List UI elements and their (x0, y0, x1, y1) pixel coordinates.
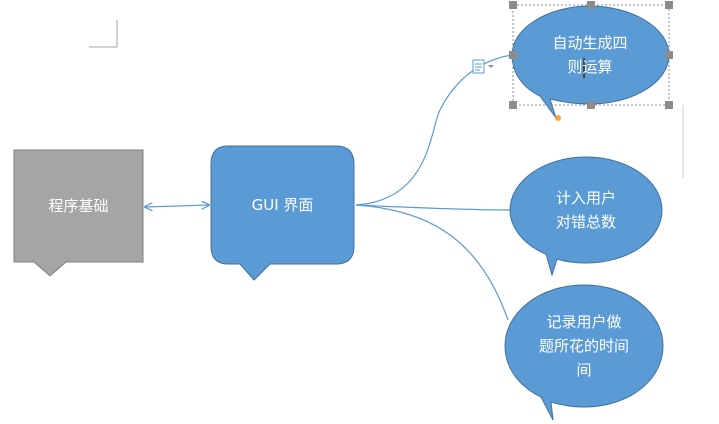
handle-bottom-right[interactable] (665, 101, 673, 109)
auto-callout-shape[interactable] (511, 5, 670, 119)
handle-top-right[interactable] (665, 1, 673, 9)
base-callout-shape[interactable] (13, 149, 144, 277)
handle-middle-right[interactable] (665, 51, 673, 59)
connector-gui-to-auto[interactable] (355, 54, 513, 206)
count-callout-shape[interactable] (509, 156, 663, 277)
gui-callout-shape[interactable] (210, 145, 355, 281)
adjust-handle[interactable] (555, 115, 561, 121)
bidirectional-connector[interactable] (145, 205, 209, 207)
record-callout-shape[interactable] (504, 284, 664, 421)
connector-gui-to-record[interactable] (355, 204, 509, 321)
layout-options-icon[interactable] (472, 59, 494, 74)
handle-top-left[interactable] (509, 1, 517, 9)
selection-handles[interactable] (509, 1, 673, 109)
handle-middle-left[interactable] (509, 51, 517, 59)
page-corner-mark (89, 20, 118, 48)
handle-top-middle[interactable] (587, 1, 595, 9)
handle-bottom-middle[interactable] (587, 101, 595, 109)
connector-gui-to-count[interactable] (355, 204, 511, 211)
handle-bottom-left[interactable] (509, 101, 517, 109)
